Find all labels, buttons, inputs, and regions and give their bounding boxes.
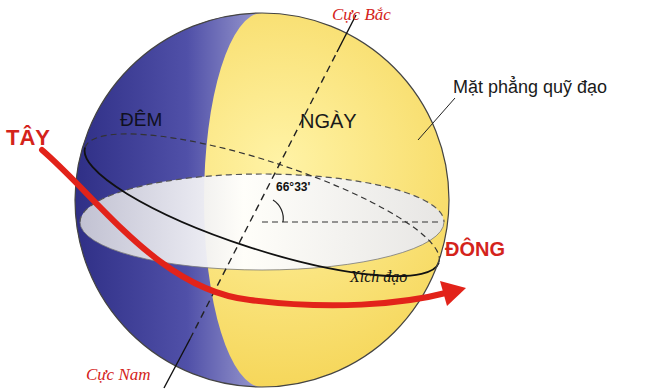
direction-label: TÂY bbox=[6, 126, 50, 150]
night-label: ĐÊM bbox=[120, 110, 162, 131]
pole-label: Cực Nam bbox=[86, 366, 151, 385]
day-label: NGÀY bbox=[300, 110, 357, 132]
equator-label: Xích đạo bbox=[350, 268, 407, 286]
day-side bbox=[75, 13, 449, 387]
rotation-arrow bbox=[42, 150, 450, 305]
plane-label: Mặt phẳng quỹ đạo bbox=[453, 78, 607, 98]
angle-label: 66°33' bbox=[276, 181, 310, 194]
pole-label: Cực Bắc bbox=[332, 6, 391, 25]
equator-line bbox=[72, 148, 439, 305]
direction-label: ĐÔNG bbox=[445, 238, 505, 260]
orbit-plane bbox=[80, 174, 444, 270]
